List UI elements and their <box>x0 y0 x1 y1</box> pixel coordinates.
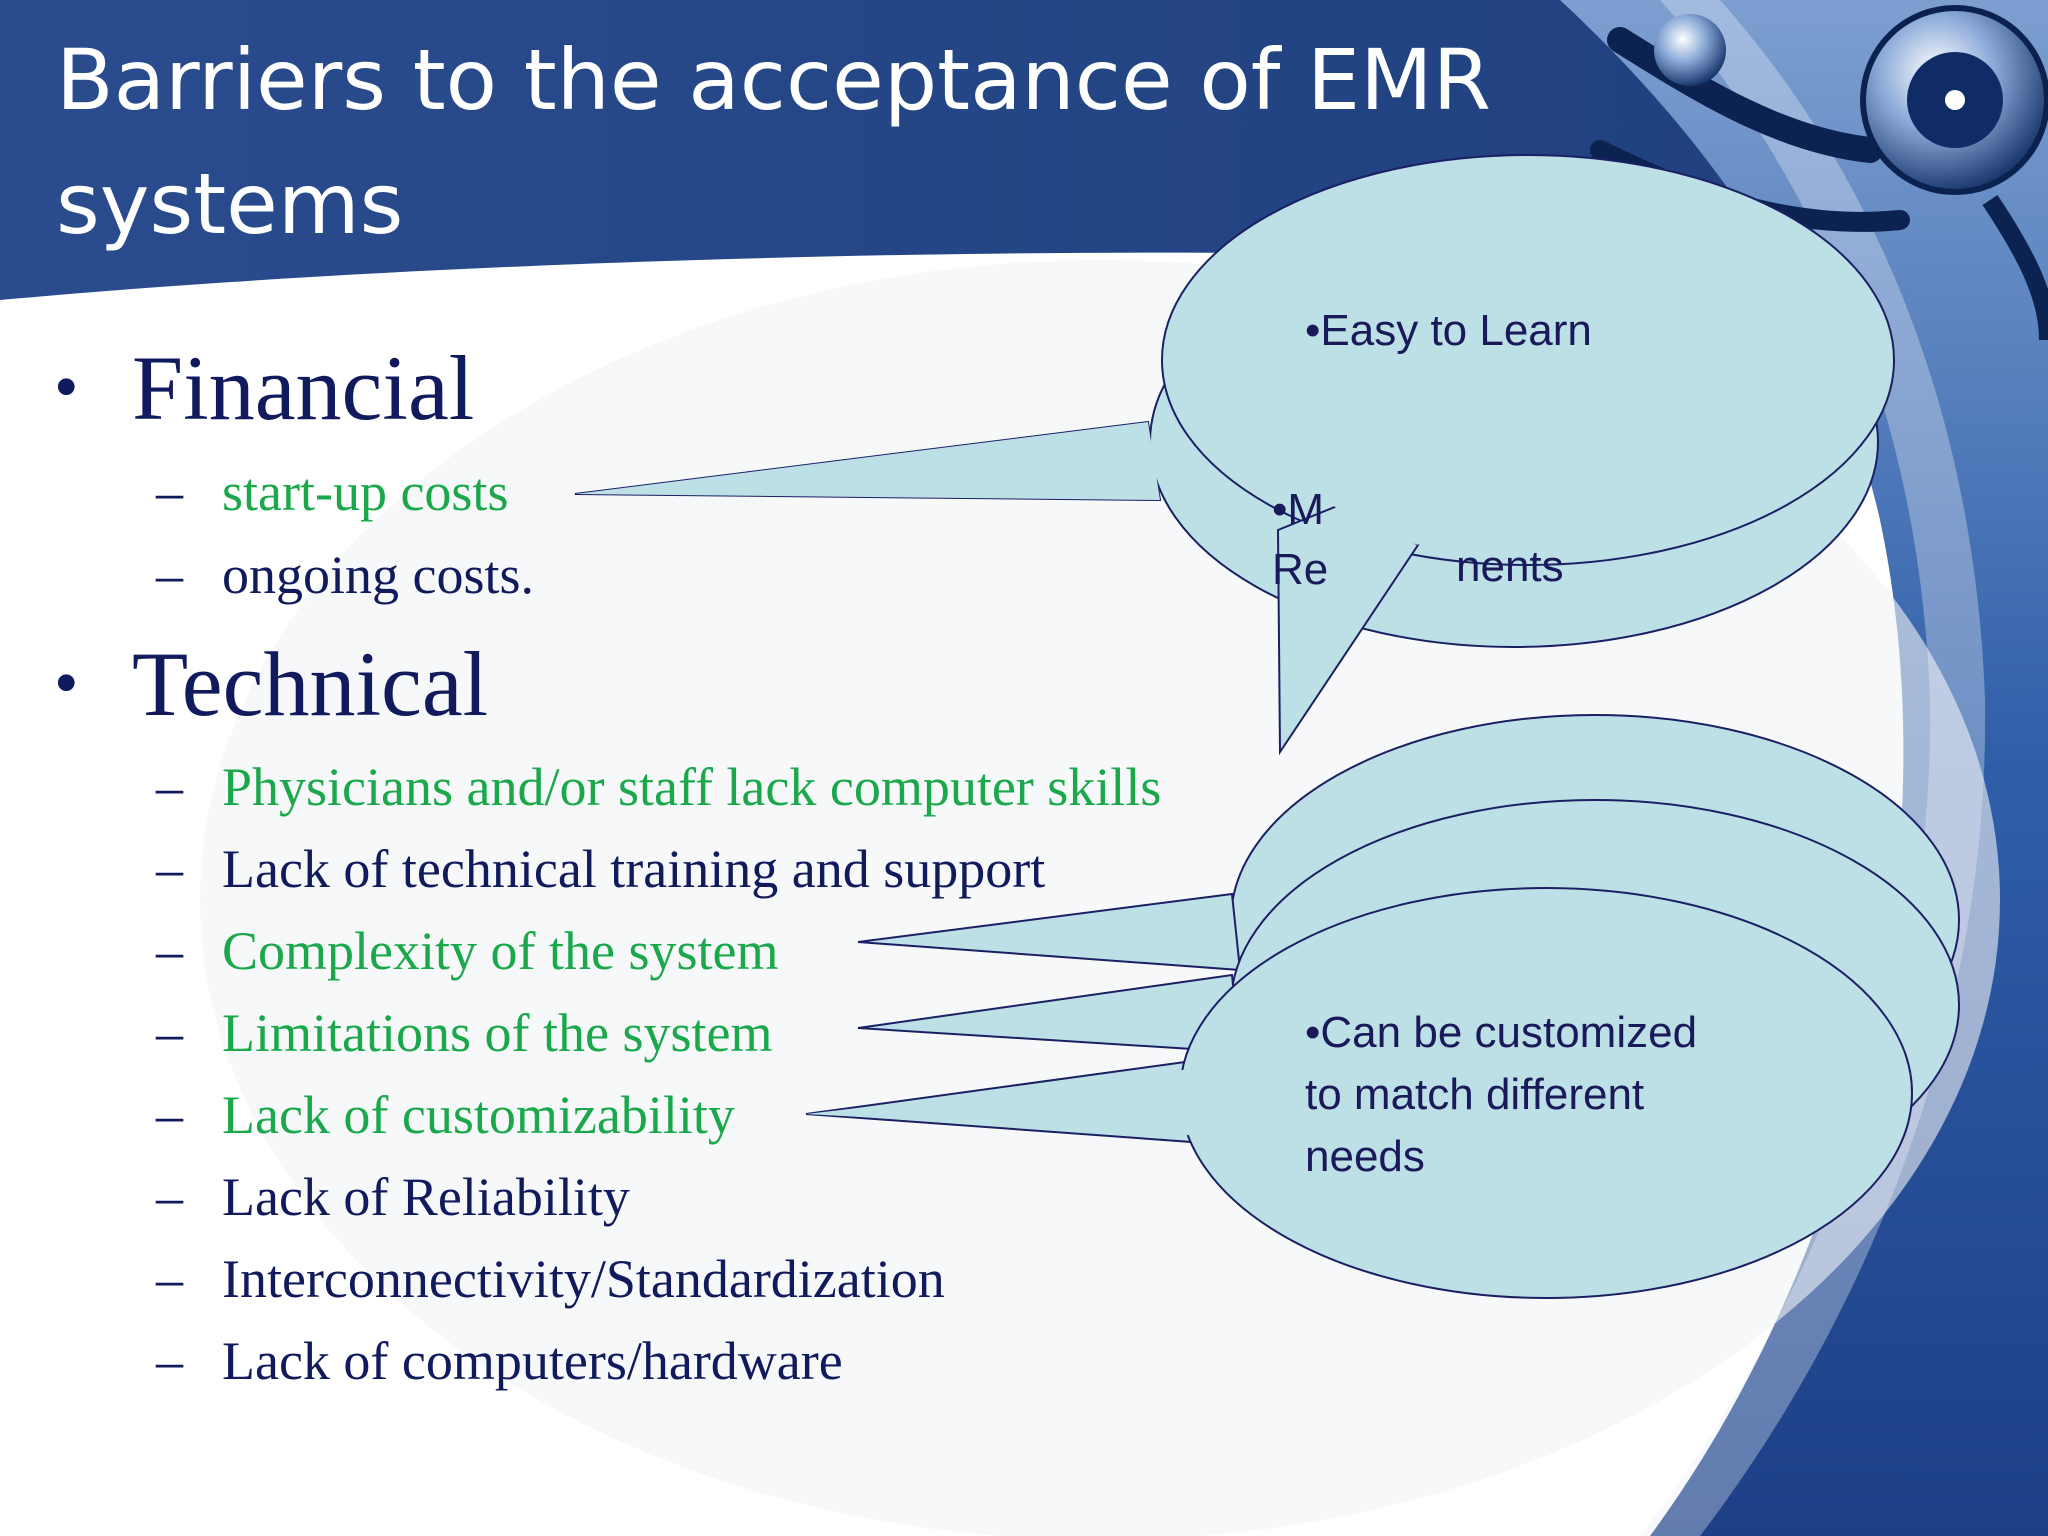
slide-title-line2: systems <box>56 155 404 253</box>
callout-group-technical <box>805 714 1960 1299</box>
sub-item: –start-up costs <box>156 462 509 522</box>
sub-item: –Complexity of the system <box>156 921 779 981</box>
bullet-dot: • <box>54 349 79 426</box>
callout-hidden-partial-suffix: nents <box>1456 542 1564 591</box>
sub-item: –Interconnectivity/Standardization <box>156 1249 945 1309</box>
callout-hidden-partial: •M Re <box>1272 485 1329 594</box>
sub-item: –ongoing costs. <box>156 545 535 605</box>
callout-group-financial <box>574 154 1895 756</box>
sub-item: –Lack of technical training and support <box>156 839 1046 899</box>
slide-title: Barriers to the acceptance of EMR system… <box>56 18 1556 266</box>
sub-item: –Physicians and/or staff lack computer s… <box>156 757 1162 817</box>
bullet-technical: • Technical <box>54 633 489 735</box>
sub-item: –Limitations of the system <box>156 1003 773 1063</box>
callout-customizable: •Can be customized to match different ne… <box>1305 1008 1698 1181</box>
bullet-financial: • Financial <box>54 337 475 439</box>
bullet-label: Technical <box>132 633 489 735</box>
slide-title-line1: Barriers to the acceptance of EMR <box>56 31 1491 129</box>
callout-easy-to-learn: •Easy to Learn <box>1305 306 1592 355</box>
sub-item: –Lack of Reliability <box>156 1167 630 1227</box>
bullet-dot: • <box>54 645 79 722</box>
bullet-label: Financial <box>132 337 475 439</box>
sub-item: –Lack of computers/hardware <box>156 1331 843 1391</box>
sub-item: –Lack of customizability <box>156 1085 735 1145</box>
